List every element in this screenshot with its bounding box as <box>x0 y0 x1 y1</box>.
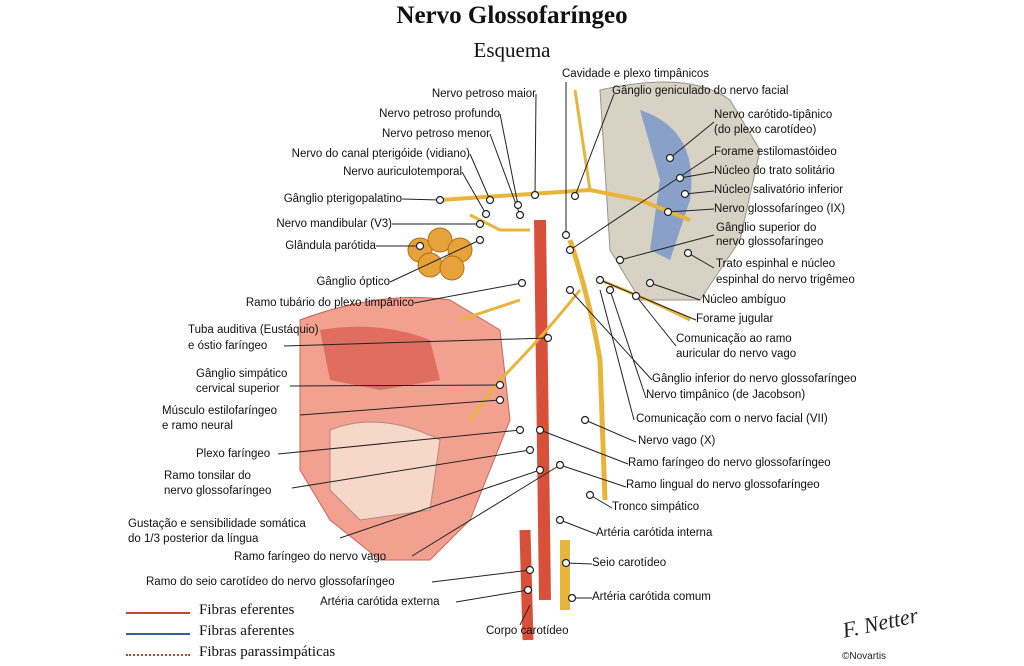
label-auricular-communication: Comunicação ao ramo <box>676 333 792 345</box>
label-pharyngeal-branch-ix: Ramo faríngeo do nervo glossofaríngeo <box>628 457 831 469</box>
label-carotid-body: Corpo carotídeo <box>486 625 569 637</box>
label-tympanic-nerve: Nervo timpânico (de Jacobson) <box>646 389 806 401</box>
page-title: Nervo Glossofaríngeo <box>396 2 628 29</box>
label-carotid-sinus-branch: Ramo do seio carotídeo do nervo glossofa… <box>146 576 395 588</box>
label-pharyngeal-ostium: e óstio faríngeo <box>188 340 268 352</box>
legend-efferent-label: Fibras eferentes <box>199 602 295 618</box>
label-otic-ganglion: Gânglio óptico <box>316 276 390 288</box>
label-stylomastoid-foramen: Forame estilomastóideo <box>714 146 837 158</box>
label-lingual-branch: Ramo lingual do nervo glossofaríngeo <box>626 479 820 491</box>
label-facial-communication: Comunicação com o nervo facial (VII) <box>636 413 828 425</box>
label-salivatory-nucleus: Núcleo salivatório inferior <box>714 184 844 196</box>
label-superior-ganglion: Gânglio superior do <box>716 222 817 234</box>
label-gustation: Gustação e sensibilidade somática <box>128 518 306 530</box>
label-spinal-tract-2: espinhal do nervo trigêmeo <box>716 274 855 286</box>
label-tonsillar-branch: Ramo tonsilar do <box>164 470 251 482</box>
label-superior-ganglion-2: nervo glossofaríngeo <box>716 236 824 248</box>
tongue <box>329 421 441 521</box>
label-greater-petrosal: Nervo petroso maior <box>431 88 536 100</box>
label-auricular-communication-2: auricular do nervo vago <box>676 348 797 360</box>
legend-parasympathetic-label: Fibras parassimpáticas <box>199 644 336 660</box>
label-spinal-tract: Trato espinhal e núcleo <box>716 258 836 270</box>
label-auriculotemporal: Nervo auriculotemporal <box>343 166 462 178</box>
label-neural-branch: e ramo neural <box>162 420 233 432</box>
label-vagus-nerve: Nervo vago (X) <box>638 435 716 447</box>
label-solitary-nucleus: Núcleo do trato solitário <box>714 165 835 177</box>
label-external-carotid: Artéria carótida externa <box>320 596 440 608</box>
label-cervical-superior: cervical superior <box>196 383 280 395</box>
label-internal-carotid: Artéria carótida interna <box>596 527 713 539</box>
label-pterygoid-canal: Nervo do canal pterigóide (vidiano) <box>291 148 470 160</box>
label-common-carotid: Artéria carótida comum <box>592 591 711 603</box>
label-pharyngeal-plexus: Plexo faríngeo <box>196 448 271 460</box>
leader-lines-left <box>277 93 561 626</box>
label-sympathetic-trunk: Tronco simpático <box>612 501 700 513</box>
legend-afferent-label: Fibras aferentes <box>199 623 295 639</box>
leader-lines-right <box>539 82 715 599</box>
label-tubal-branch: Ramo tubário do plexo timpânico <box>245 297 414 309</box>
label-pterygopalatine-ganglion: Gânglio pterigopalatino <box>283 193 402 205</box>
label-glossopharyngeal-ix: Nervo glossofaríngeo (IX) <box>714 203 846 215</box>
label-caroticotympanic: Nervo carótido-tipânico <box>714 109 833 121</box>
label-inferior-ganglion: Gânglio inferior do nervo glossofaríngeo <box>652 373 857 385</box>
label-carotid-plexus: (do plexo carotídeo) <box>714 124 817 136</box>
label-posterior-tongue: do 1/3 posterior da língua <box>128 533 259 545</box>
label-geniculate-ganglion: Gânglio geniculado do nervo facial <box>612 85 789 97</box>
vagus-nerve <box>567 239 608 501</box>
label-carotid-sinus: Seio carotídeo <box>592 557 667 569</box>
label-stylopharyngeus: Músculo estilofaríngeo <box>162 405 278 417</box>
label-jugular-foramen: Forame jugular <box>696 313 774 325</box>
tympanic-plexus <box>573 89 592 191</box>
external-carotid <box>519 529 534 641</box>
label-deep-petrosal: Nervo petroso profundo <box>379 108 500 120</box>
label-tonsillar-branch-2: nervo glossofaríngeo <box>164 485 272 497</box>
parotid-gland <box>407 227 473 281</box>
marker-dots <box>415 153 693 603</box>
internal-carotid <box>534 219 551 601</box>
label-auditive-tube: Tuba auditiva (Eustáquio) <box>188 324 319 336</box>
label-sympathetic-ganglion: Gânglio simpático <box>196 368 288 380</box>
page-subtitle: Esquema <box>473 38 551 62</box>
label-nucleus-ambiguus: Núcleo ambíguo <box>702 294 786 306</box>
legend-efferent-swatch <box>126 612 190 614</box>
label-vagus-pharyngeal: Ramo faríngeo do nervo vago <box>234 551 387 563</box>
copyright-novartis: ©Novartis <box>842 651 887 662</box>
legend-afferent-swatch <box>126 633 190 635</box>
legend-parasympathetic-swatch <box>126 654 190 656</box>
glossopharyngeal-branch <box>468 289 582 421</box>
label-parotid-gland: Glândula parótida <box>285 240 376 252</box>
afferent-region <box>640 110 692 260</box>
label-mandibular-nerve: Nervo mandibular (V3) <box>276 218 392 230</box>
label-lesser-petrosal: Nervo petroso menor <box>381 128 490 140</box>
label-tympanic-cavity: Cavidade e plexo timpânicos <box>562 68 710 80</box>
tubal-branch <box>459 298 521 322</box>
